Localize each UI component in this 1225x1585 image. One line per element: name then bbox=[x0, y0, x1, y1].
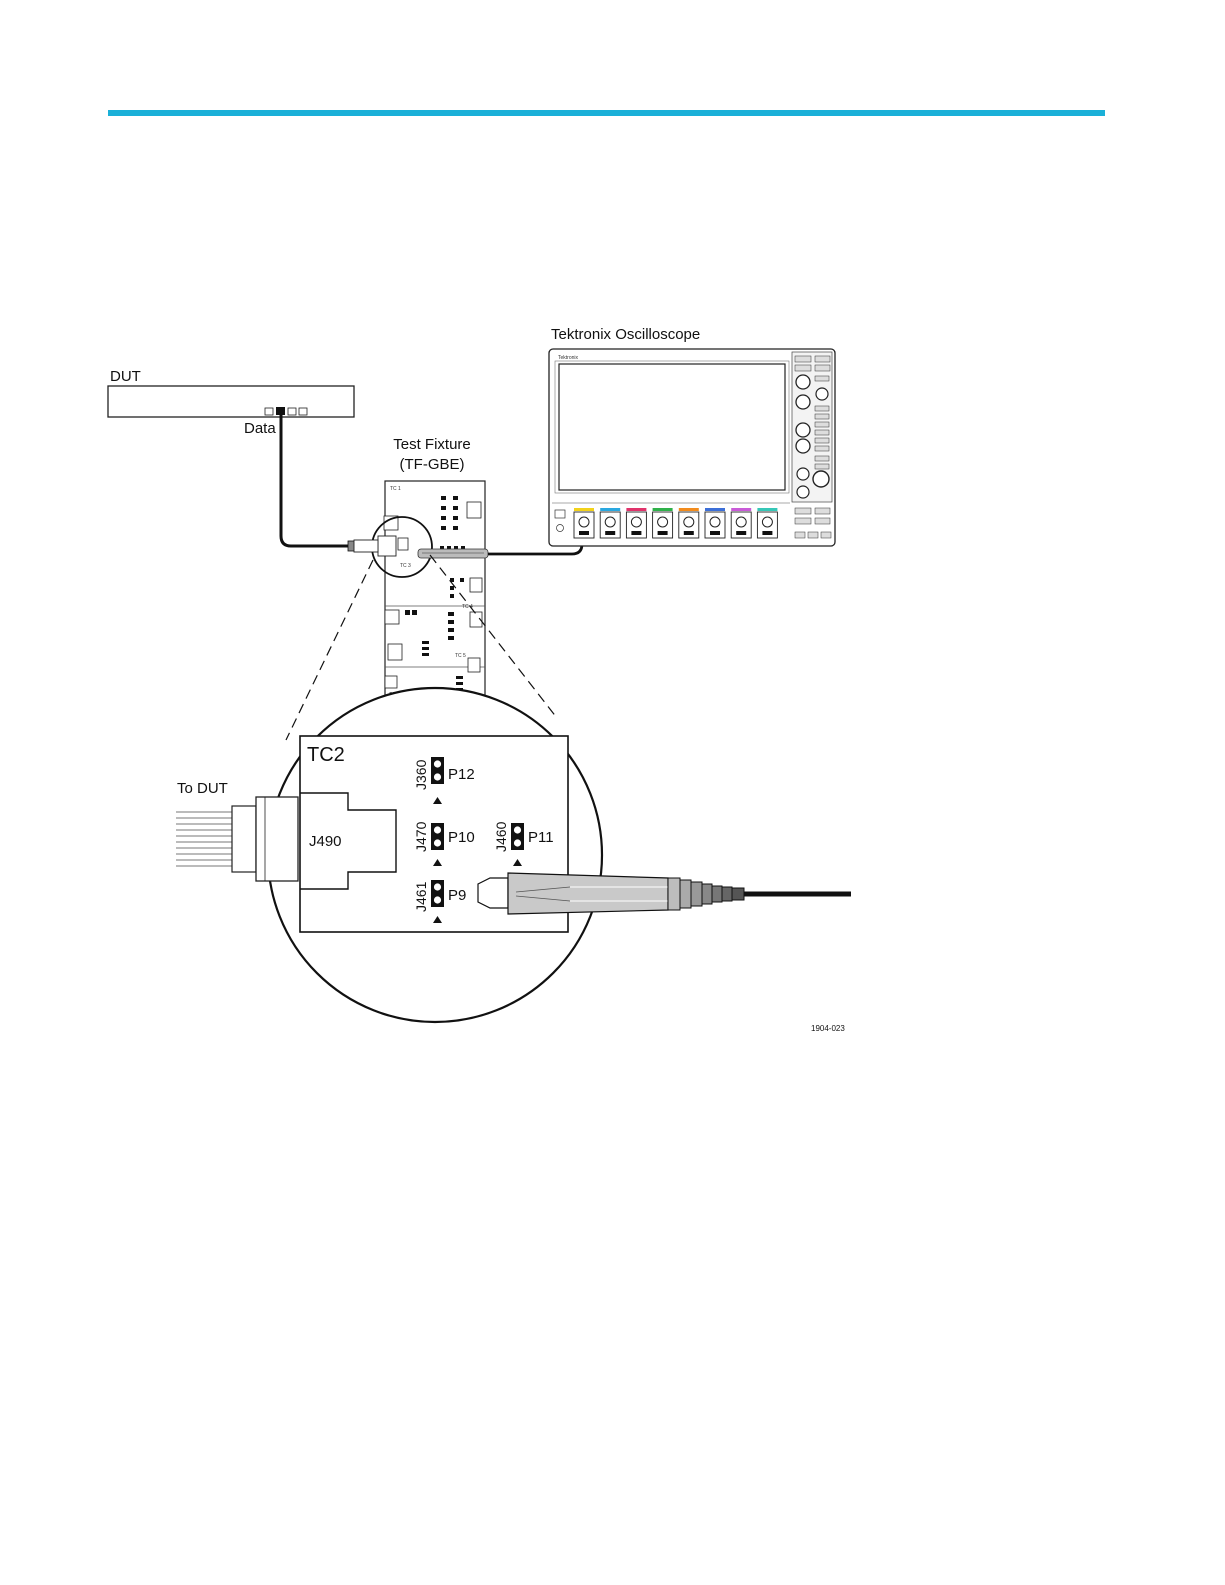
scope-knob-8 bbox=[797, 486, 809, 498]
jumper-j360-ref: J360 bbox=[413, 759, 429, 790]
scope-knob-4 bbox=[796, 423, 810, 437]
scope-channel-8 bbox=[757, 508, 777, 538]
fixture-jack-8 bbox=[385, 676, 397, 688]
dut-data-cable bbox=[281, 415, 350, 546]
scope-channel-color-tab bbox=[679, 508, 699, 511]
scope-channel-slot bbox=[684, 531, 694, 535]
scope-channel-1 bbox=[574, 508, 594, 538]
jumper-j470-ref: J470 bbox=[413, 821, 429, 852]
fixture-tc2-chip bbox=[398, 538, 408, 550]
scope-channel-5 bbox=[679, 508, 699, 538]
jumper-j461-pin: P9 bbox=[448, 887, 466, 904]
scope-channel-bnc bbox=[710, 517, 720, 527]
fixture-cable-plug bbox=[354, 540, 378, 552]
scope-channel-color-tab bbox=[757, 508, 777, 511]
scope-channel-color-tab bbox=[731, 508, 751, 511]
oscilloscope: Tektronix Oscilloscope Tektronix bbox=[549, 326, 835, 546]
dut-port-2 bbox=[276, 407, 285, 415]
fixture-jack-5 bbox=[388, 644, 402, 660]
scope-channel-4 bbox=[653, 508, 673, 538]
scope-channel-bnc bbox=[631, 517, 641, 527]
detail-flat-cable bbox=[176, 812, 232, 866]
jumper-j461-ref: J461 bbox=[413, 881, 429, 912]
header-rule bbox=[108, 110, 1105, 116]
fixture-jack-1 bbox=[467, 502, 481, 518]
scope-power-button bbox=[555, 510, 565, 518]
scope-knob-6 bbox=[813, 471, 829, 487]
dut-label: DUT bbox=[110, 368, 141, 385]
scope-screen bbox=[559, 364, 785, 490]
test-fixture-label-line1: Test Fixture bbox=[393, 436, 471, 453]
scope-channel-color-tab bbox=[574, 508, 594, 511]
detail-title: TC2 bbox=[307, 744, 345, 766]
scope-knob-2 bbox=[796, 395, 810, 409]
scope-knob-7 bbox=[797, 468, 809, 480]
scope-channel-bnc bbox=[579, 517, 589, 527]
to-dut-label: To DUT bbox=[177, 780, 228, 797]
dut-box bbox=[108, 386, 354, 417]
scope-channel-slot bbox=[736, 531, 746, 535]
scope-channel-slot bbox=[579, 531, 589, 535]
scope-channel-bnc bbox=[736, 517, 746, 527]
fixture-jack-7 bbox=[385, 610, 399, 624]
scope-channel-color-tab bbox=[600, 508, 620, 511]
dut-port-4 bbox=[299, 408, 307, 415]
scope-knob-3 bbox=[816, 388, 828, 400]
fixture-jack-3 bbox=[470, 578, 482, 592]
scope-channel-color-tab bbox=[626, 508, 646, 511]
scope-aux-connector bbox=[557, 525, 564, 532]
scope-channel-7 bbox=[731, 508, 751, 538]
scope-channel-slot bbox=[631, 531, 641, 535]
dut-device: DUT Data bbox=[108, 368, 354, 437]
scope-channel-3 bbox=[626, 508, 646, 538]
detail-probe-body bbox=[508, 873, 668, 914]
test-fixture: Test Fixture (TF-GBE) TC 1 TC 3 TC 4 TC … bbox=[354, 436, 485, 699]
scope-channel-2 bbox=[600, 508, 620, 538]
fixture-silk-tc5: TC 5 bbox=[455, 653, 466, 659]
jumper-j470-pin: P10 bbox=[448, 829, 475, 846]
scope-channel-slot bbox=[710, 531, 720, 535]
detail-connector-label: J490 bbox=[309, 833, 342, 850]
scope-brand: Tektronix bbox=[558, 355, 579, 361]
scope-channel-slot bbox=[762, 531, 772, 535]
data-label: Data bbox=[244, 420, 276, 437]
detail-probe bbox=[478, 873, 851, 914]
detail-view: To DUT TC2 J490 J360 P12 J470 P10 J460 bbox=[176, 688, 851, 1022]
detail-probe-tip bbox=[478, 878, 508, 908]
scope-channel-bnc bbox=[762, 517, 772, 527]
figure-id: 1904-023 bbox=[811, 1024, 845, 1033]
jumper-j460-ref: J460 bbox=[493, 821, 509, 852]
dut-port-3 bbox=[288, 408, 296, 415]
oscilloscope-label: Tektronix Oscilloscope bbox=[551, 326, 700, 343]
scope-channel-6 bbox=[705, 508, 725, 538]
scope-channel-slot bbox=[605, 531, 615, 535]
jumper-j360-pin: P12 bbox=[448, 766, 475, 783]
scope-channel-bnc bbox=[658, 517, 668, 527]
fixture-silk-tc1: TC 1 bbox=[390, 486, 401, 492]
scope-knob-5 bbox=[796, 439, 810, 453]
fixture-jack-6 bbox=[468, 658, 480, 672]
scope-channel-bnc bbox=[605, 517, 615, 527]
fixture-tc2-jack bbox=[378, 536, 396, 556]
test-fixture-label-line2: (TF-GBE) bbox=[400, 456, 465, 473]
detail-cable-plug bbox=[256, 797, 298, 881]
jumper-j460-pin: P11 bbox=[528, 829, 554, 846]
detail-cable-boot bbox=[232, 806, 256, 872]
scope-channel-bnc bbox=[684, 517, 694, 527]
scope-knob-1 bbox=[796, 375, 810, 389]
scope-channel-slot bbox=[658, 531, 668, 535]
dut-port-1 bbox=[265, 408, 273, 415]
fixture-silk-tc3: TC 3 bbox=[400, 563, 411, 569]
scope-channel-color-tab bbox=[653, 508, 673, 511]
scope-channel-color-tab bbox=[705, 508, 725, 511]
